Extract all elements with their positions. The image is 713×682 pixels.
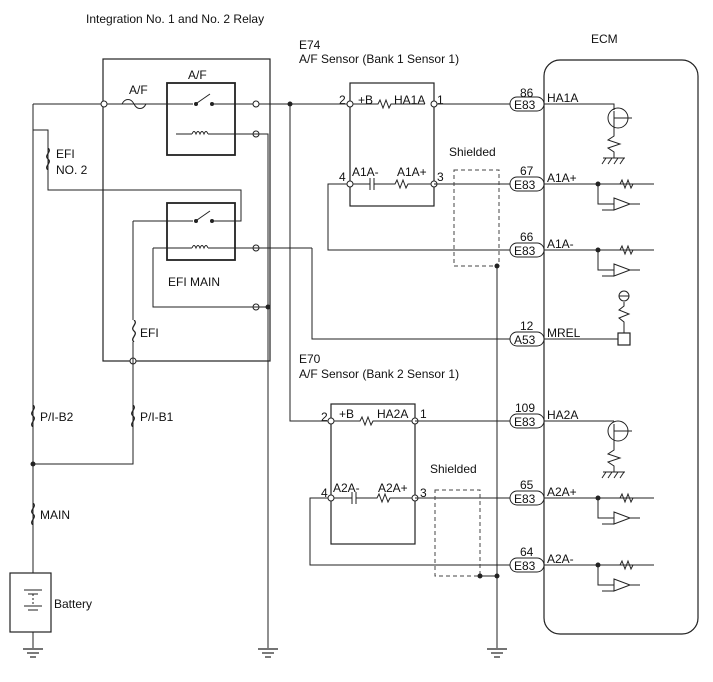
sensor2-box <box>330 403 416 545</box>
ecm-heater-driver-1 <box>544 103 632 165</box>
sensor1-name: A/F Sensor (Bank 1 Sensor 1) <box>299 52 459 66</box>
pin-67-conn: E83 <box>514 178 536 192</box>
pin-67-num: 67 <box>520 164 534 178</box>
shielded1-label: Shielded <box>449 145 496 159</box>
sensor2-pos-label: A2A+ <box>378 481 408 495</box>
efi-main-switch-icon <box>196 210 211 221</box>
sensor2-name: A/F Sensor (Bank 2 Sensor 1) <box>299 367 459 381</box>
pin-64-label: A2A- <box>547 552 574 566</box>
relay-title: Integration No. 1 and No. 2 Relay <box>86 12 264 26</box>
sensor2-cell <box>331 492 415 504</box>
pin-12-conn: A53 <box>514 333 536 347</box>
ecm-input-a2a-plus <box>544 492 654 525</box>
sensor2-heater-label: HA2A <box>377 407 408 421</box>
sensor1-pin1: 1 <box>437 93 444 107</box>
pin-64-conn: E83 <box>514 559 536 573</box>
sensor1-pin2: 2 <box>339 93 346 107</box>
af-relay-switch-icon <box>196 93 211 104</box>
efi-main-coil-icon <box>191 245 209 250</box>
sensor2-pin1: 1 <box>420 407 427 421</box>
sensor1-heater-label: HA1A <box>394 93 425 107</box>
pin-86-conn: E83 <box>514 98 536 112</box>
af-fuse-label: A/F <box>129 83 148 97</box>
sensor1-pin4: 4 <box>339 170 346 184</box>
shield-ground-icon <box>487 648 507 658</box>
sensor2-pin3: 3 <box>420 486 427 500</box>
af-relay <box>166 82 236 156</box>
ecm-box <box>543 59 699 635</box>
battery-icon <box>24 589 42 611</box>
ecm-label: ECM <box>591 32 618 46</box>
efi-no2-label-a: EFI <box>56 147 75 161</box>
pib2-label: P/I-B2 <box>40 410 74 424</box>
pin-65-conn: E83 <box>514 492 536 506</box>
pin-109-label: HA2A <box>547 408 578 422</box>
pin-66-conn: E83 <box>514 244 536 258</box>
main-fuse-label: MAIN <box>40 508 70 522</box>
pib1-label: P/I-B1 <box>140 410 174 424</box>
shielded2-label: Shielded <box>430 462 477 476</box>
sensor1-cell <box>350 178 434 190</box>
sensor1-id: E74 <box>299 38 321 52</box>
battery-label: Battery <box>54 597 92 611</box>
af-relay-label: A/F <box>188 68 207 82</box>
sensor2-plus-b: +B <box>339 407 354 421</box>
sensor1-heater-resistor <box>345 98 425 110</box>
efi-fuse-label: EFI <box>140 326 159 340</box>
pin-65-label: A2A+ <box>547 485 577 499</box>
sensor2-id: E70 <box>299 352 321 366</box>
sensor1-pos-label: A1A+ <box>397 165 427 179</box>
pin-65-num: 65 <box>520 478 534 492</box>
pin-109-conn: E83 <box>514 415 536 429</box>
ecm-connectors: 86 E83 HA1A 67 E83 A1A+ 66 E83 A1A- 12 A… <box>509 86 581 573</box>
ecm-heater-driver-2 <box>544 420 632 479</box>
ecm-mrel-circuit <box>544 290 631 346</box>
sensor1-pin3: 3 <box>437 170 444 184</box>
battery-box <box>9 572 52 633</box>
sensor2-neg-label: A2A- <box>333 481 360 495</box>
af-relay-coil-icon <box>191 131 209 136</box>
pin-12-label: MREL <box>547 326 581 340</box>
ecm-input-a1a-plus <box>544 178 654 211</box>
ecm-input-a2a-minus <box>544 559 654 592</box>
efi-main-relay <box>166 202 236 261</box>
shield2 <box>434 489 481 577</box>
sensor1-neg-label: A1A- <box>352 165 379 179</box>
pin-66-label: A1A- <box>547 237 574 251</box>
efi-no2-label-b: NO. 2 <box>56 163 88 177</box>
sensor1-plus-b: +B <box>358 93 373 107</box>
relay-ground-icon <box>258 648 278 658</box>
pin-86-label: HA1A <box>547 91 578 105</box>
ecm-input-a1a-minus <box>544 244 654 277</box>
pin-64-num: 64 <box>520 545 534 559</box>
shield1 <box>453 169 500 267</box>
battery-ground-icon <box>23 648 43 658</box>
sensor2-pin4: 4 <box>321 486 328 500</box>
pin-12-num: 12 <box>520 319 534 333</box>
pin-109-num: 109 <box>515 401 535 415</box>
efi-main-label: EFI MAIN <box>168 275 220 289</box>
pin-67-label: A1A+ <box>547 171 577 185</box>
sensor2-heater-resistor <box>331 415 415 427</box>
sensor2-pin2: 2 <box>321 410 328 424</box>
pin-66-num: 66 <box>520 230 534 244</box>
